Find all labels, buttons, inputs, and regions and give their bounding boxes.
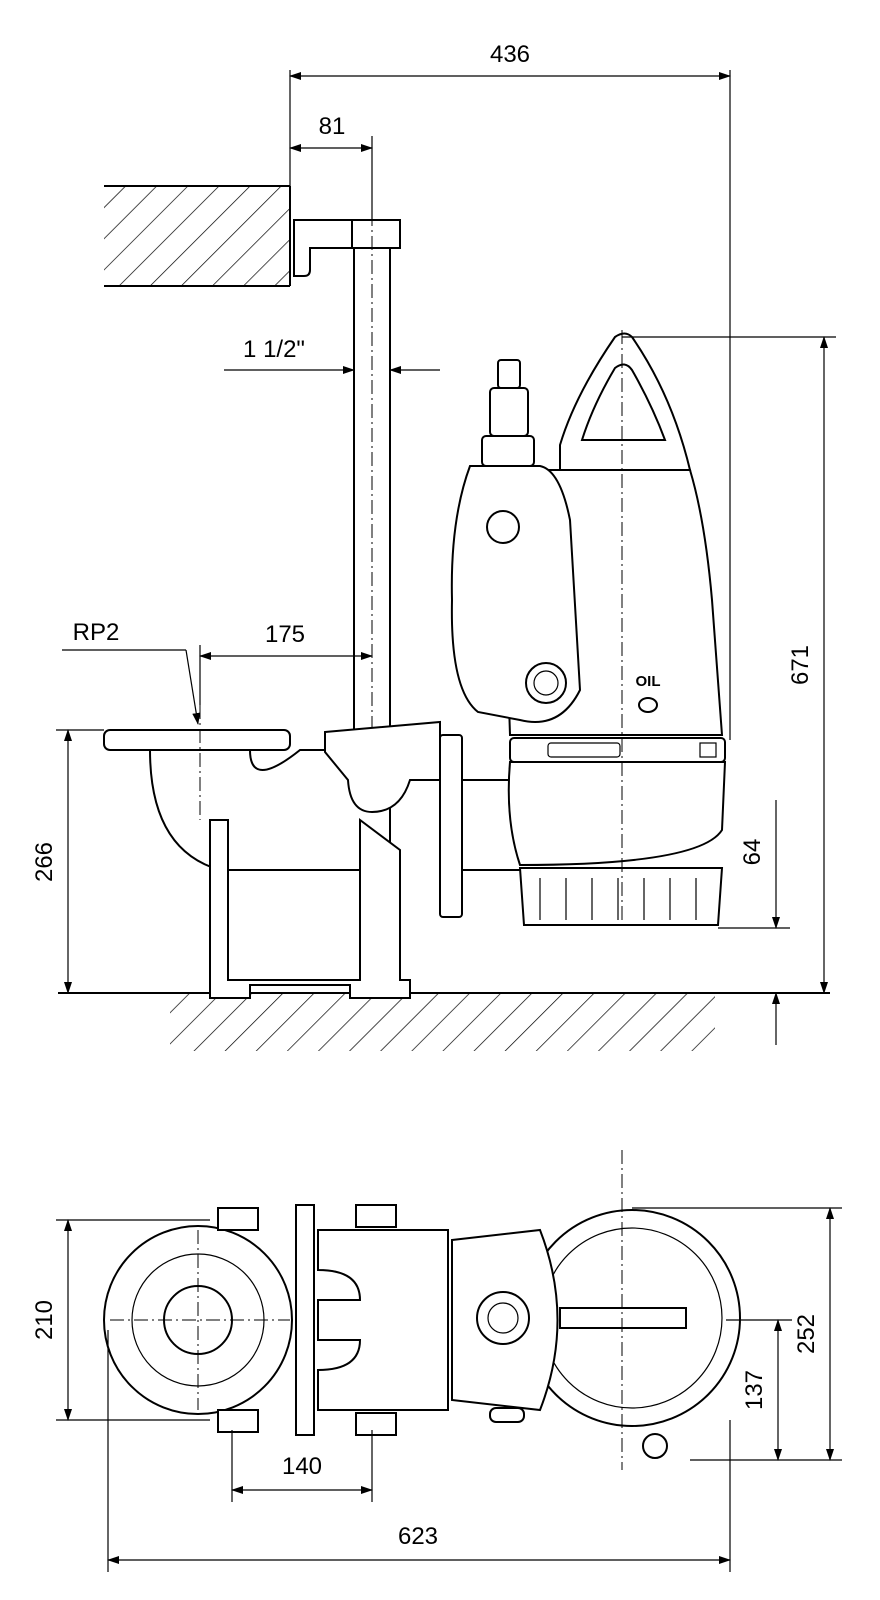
dim-140-label: 140 [282,1453,322,1480]
dim-252-label: 252 [793,1314,820,1354]
guide-bars-plan [295,1204,449,1436]
pump-body: OIL [450,330,727,930]
dim-252: 252 [632,1207,842,1461]
dim-pipe-size-label: 1 1/2" [243,336,305,363]
dim-210-label: 210 [31,1300,58,1340]
dim-pipe-size: 1 1/2" [224,336,440,374]
dim-436-label: 436 [490,41,530,68]
dim-81: 81 [289,113,373,220]
pump-plan [451,1150,741,1470]
dim-64-label: 64 [739,839,766,866]
upper-guide-bracket [293,219,401,277]
dim-671-label: 671 [787,645,814,685]
dim-81-label: 81 [319,113,346,140]
dim-623-label: 623 [398,1523,438,1550]
discharge-base [103,705,520,999]
flange-plan [103,1207,293,1433]
dim-210: 210 [31,1219,210,1421]
rp2-callout: RP2 [62,619,201,725]
dim-623: 623 [107,1330,731,1572]
dim-436: 436 [289,41,731,740]
rp2-label: RP2 [73,619,120,646]
dim-266-label: 266 [31,842,58,882]
dim-266: 266 [31,729,104,994]
dim-137: 137 [726,1319,792,1461]
dim-64: 64 [718,800,790,1045]
elevation-view: OIL 436 [31,41,836,1051]
dim-175-label: 175 [265,621,305,648]
dim-671: 671 [622,336,836,994]
dim-175: 175 [199,621,373,705]
dim-140: 140 [231,1430,373,1502]
dim-137-label: 137 [741,1370,768,1410]
wall-hatch [104,185,291,287]
oil-plug-label: OIL [636,673,661,690]
floor-hatch [58,992,830,1051]
plan-view: 210 140 623 252 137 [31,1150,842,1572]
